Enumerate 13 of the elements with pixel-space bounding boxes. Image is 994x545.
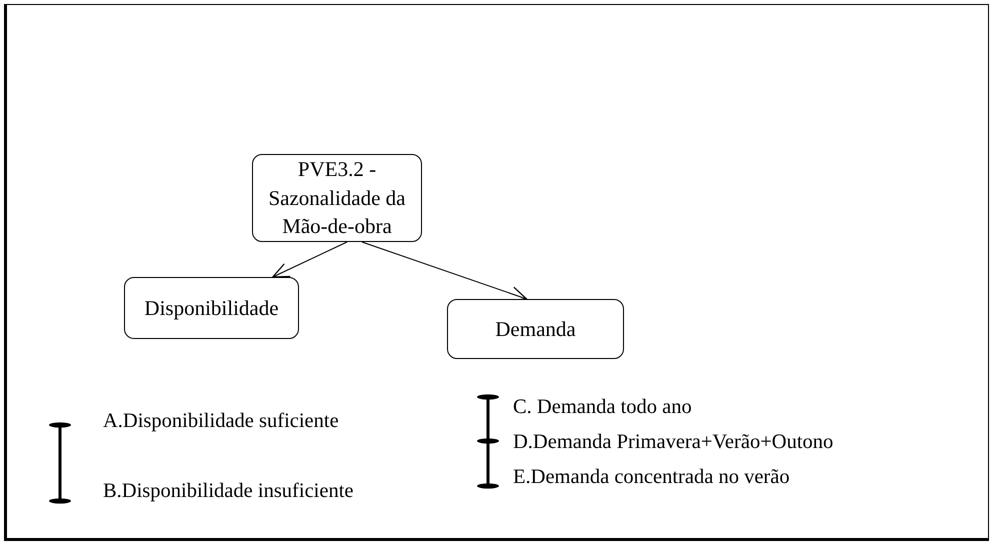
arrow: [362, 242, 528, 301]
rounded-box: [252, 154, 422, 242]
rounded-box: [447, 299, 624, 359]
node-label: Demanda: [495, 316, 576, 343]
category-label: C. Demanda todo ano: [513, 397, 692, 418]
node-label: PVE3.2 - Sazonalidade da Mão-de-obra: [267, 156, 407, 240]
node-label: Disponibilidade: [144, 294, 279, 322]
category-label: E.Demanda concentrada no verão: [513, 467, 790, 488]
category-label: A.Disponibilidade suficiente: [103, 411, 339, 432]
category-label: B.Disponibilidade insuficiente: [103, 481, 354, 502]
category-label: D.Demanda Primavera+Verão+Outono: [513, 432, 834, 452]
arrow: [272, 242, 348, 278]
rounded-box: [124, 277, 299, 339]
